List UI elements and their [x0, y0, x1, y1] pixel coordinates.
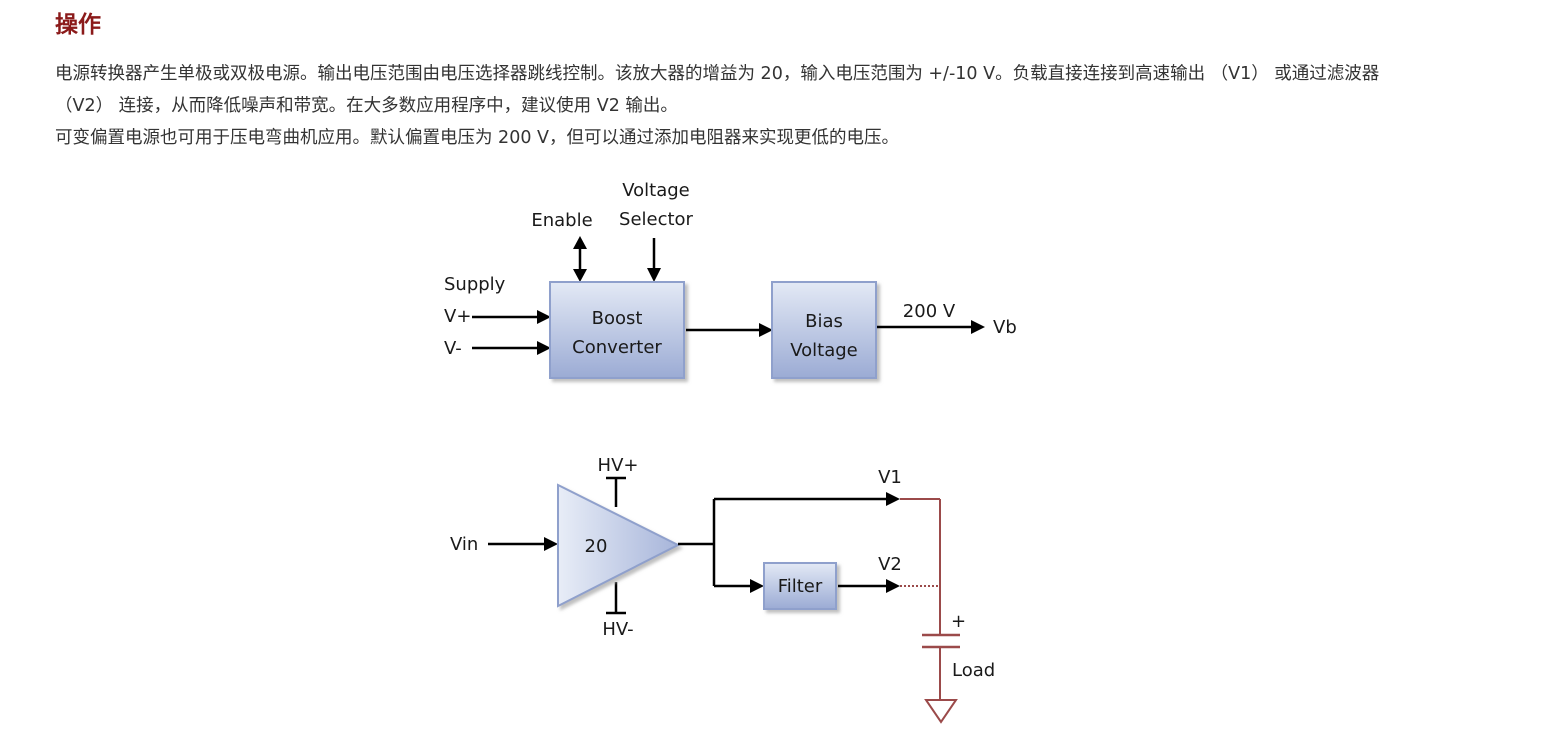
v-plus-arrow — [472, 310, 551, 324]
hv-minus-rail — [606, 582, 626, 615]
v-minus-arrow — [472, 341, 551, 355]
boost-to-bias-arrow — [686, 323, 773, 337]
section-title: 操作 — [55, 12, 101, 38]
load-capacitor — [922, 633, 960, 700]
load-wiring — [900, 498, 941, 635]
paragraph-2: 可变偏置电源也可用于压电弯曲机应用。默认偏置电压为 200 V，但可以通过添加电… — [55, 128, 899, 148]
boost-converter-label-2: Converter — [572, 337, 662, 358]
boost-converter-block: Boost Converter — [549, 281, 685, 379]
v1-label: V1 — [878, 467, 902, 488]
voltage-selector-label-2: Selector — [619, 209, 694, 230]
filter-block: Filter — [763, 562, 837, 610]
hv-plus-rail — [606, 476, 626, 507]
output-voltage-label: 200 V — [903, 301, 956, 322]
block-diagram-figure: Voltage Selector Enable Supply V+ V- — [430, 170, 1030, 734]
plus-label: + — [951, 611, 966, 632]
vin-label: Vin — [450, 534, 478, 555]
v-plus-label: V+ — [444, 306, 471, 327]
boost-converter-label-1: Boost — [592, 308, 643, 329]
enable-label: Enable — [531, 210, 592, 231]
ground-icon — [924, 699, 958, 724]
v2-arrow — [838, 579, 900, 593]
bottom-diagram: HV+ HV- Vin 20 — [450, 455, 995, 724]
bias-voltage-block: Bias Voltage — [771, 281, 877, 379]
vb-label: Vb — [993, 317, 1017, 338]
amplifier-output-wires — [678, 492, 900, 593]
top-diagram: Voltage Selector Enable Supply V+ V- — [444, 180, 1017, 379]
voltage-selector-arrow — [647, 238, 661, 282]
hv-minus-label: HV- — [602, 619, 633, 640]
v2-label: V2 — [878, 554, 902, 575]
bias-output-arrow — [877, 320, 985, 334]
bias-voltage-label-1: Bias — [805, 311, 843, 332]
filter-label: Filter — [778, 576, 823, 597]
gain-label: 20 — [585, 536, 608, 557]
block-diagram: Voltage Selector Enable Supply V+ V- — [444, 180, 1017, 724]
load-label: Load — [952, 660, 995, 681]
paragraph-1: 电源转换器产生单极或双极电源。输出电压范围由电压选择器跳线控制。该放大器的增益为… — [55, 64, 1380, 116]
vin-arrow — [488, 537, 558, 551]
amplifier-triangle: 20 — [557, 483, 681, 608]
enable-arrow — [573, 236, 587, 282]
voltage-selector-label-1: Voltage — [622, 180, 690, 201]
description-text: 电源转换器产生单极或双极电源。输出电压范围由电压选择器跳线控制。该放大器的增益为… — [55, 58, 1435, 154]
bias-voltage-label-2: Voltage — [790, 340, 858, 361]
supply-label: Supply — [444, 274, 506, 295]
v-minus-label: V- — [444, 338, 462, 359]
hv-plus-label: HV+ — [598, 455, 639, 476]
